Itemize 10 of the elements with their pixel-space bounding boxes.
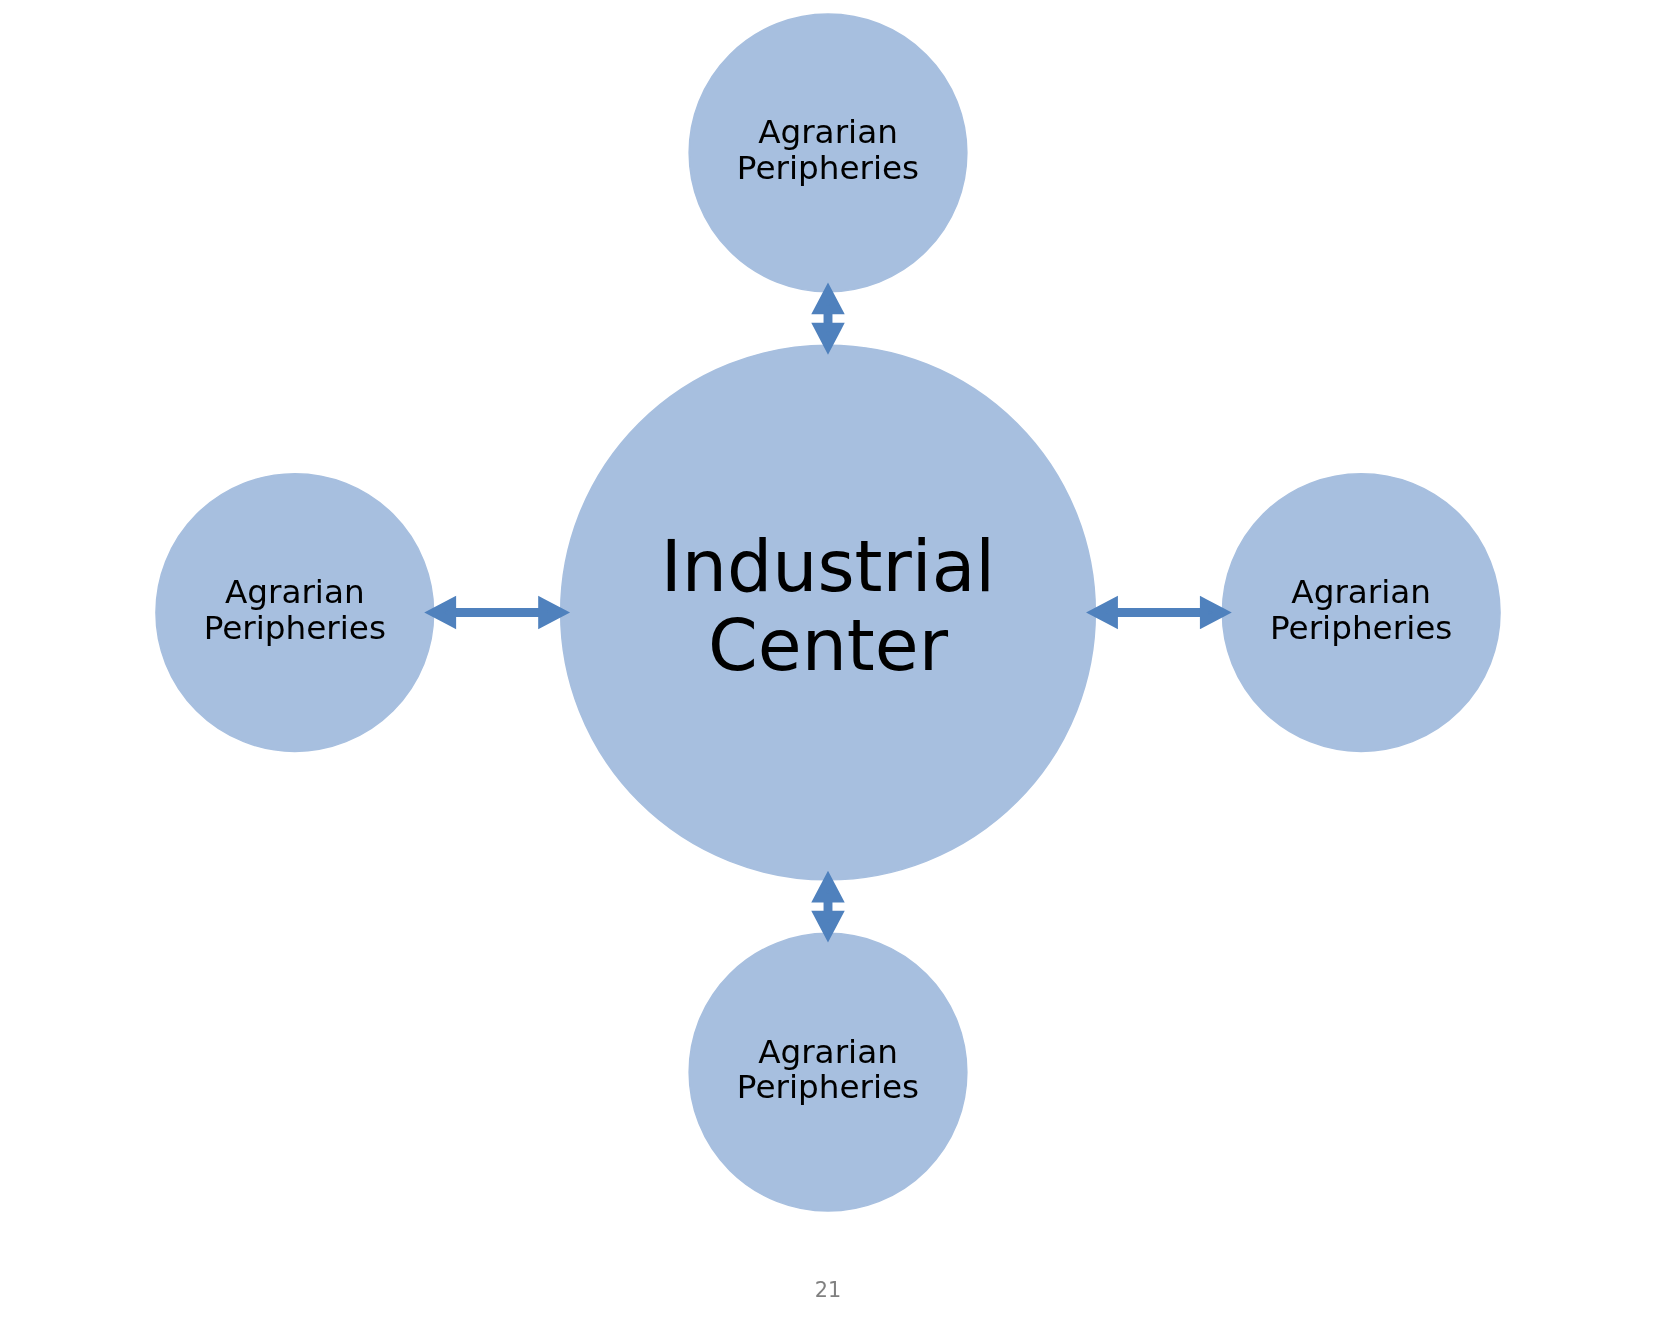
arrow xyxy=(423,595,570,630)
node-circle: Agrarian Peripheries xyxy=(154,472,434,753)
arrow xyxy=(1085,595,1232,630)
node-circle: Industrial Center xyxy=(559,344,1096,881)
node-circle: Agrarian Peripheries xyxy=(1221,472,1501,753)
node-circle: Agrarian Peripheries xyxy=(687,13,968,293)
label: 21 xyxy=(814,1277,841,1302)
arrow xyxy=(810,282,845,355)
arrow xyxy=(810,870,845,943)
node-circle: Agrarian Peripheries xyxy=(687,932,968,1212)
